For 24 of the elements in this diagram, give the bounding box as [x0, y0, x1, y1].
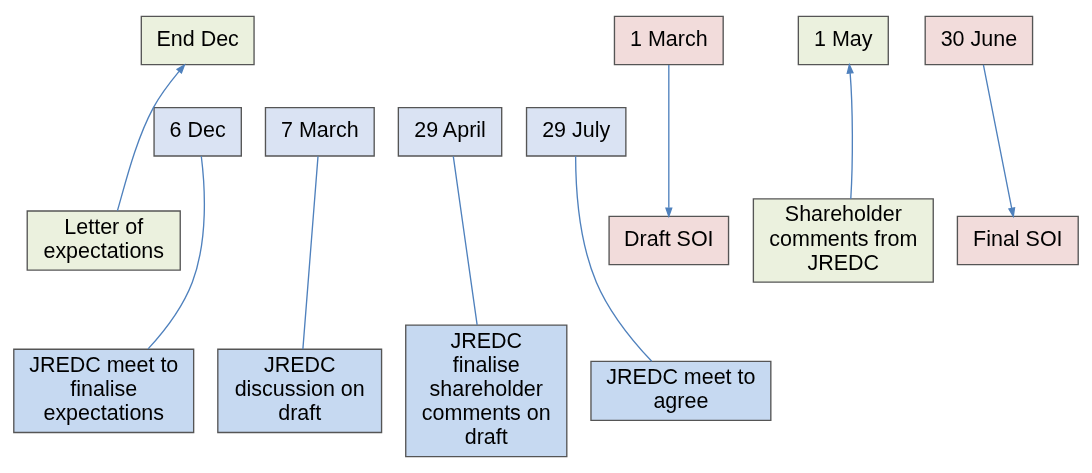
node-box: Shareholder comments from JREDC — [752, 198, 934, 283]
node-box: End Dec — [140, 15, 255, 66]
node-box: JREDC meet to finalise expectations — [13, 348, 195, 434]
node-box: JREDC finalise shareholder comments on draft — [405, 324, 568, 458]
arrow — [665, 64, 673, 219]
node-box: 29 July — [525, 106, 627, 157]
node-box: JREDC discussion on draft — [217, 348, 383, 434]
node-box: 29 April — [397, 106, 503, 157]
node-box: 30 June — [924, 15, 1034, 66]
arrow — [846, 62, 854, 200]
connector — [452, 155, 478, 326]
connector — [147, 155, 206, 350]
node-box: 7 March — [264, 106, 375, 157]
arrow — [116, 63, 186, 212]
node-box: JREDC meet to agree — [590, 360, 772, 422]
node-box: Final SOI — [956, 215, 1079, 266]
node-box: 1 March — [613, 15, 724, 66]
node-box: 6 Dec — [153, 106, 242, 157]
connector — [302, 155, 319, 350]
arrow — [982, 64, 1016, 219]
node-box: Letter of expectations — [26, 210, 181, 271]
connector — [574, 155, 653, 362]
node-box: Draft SOI — [608, 215, 730, 266]
node-box: 1 May — [797, 15, 889, 66]
